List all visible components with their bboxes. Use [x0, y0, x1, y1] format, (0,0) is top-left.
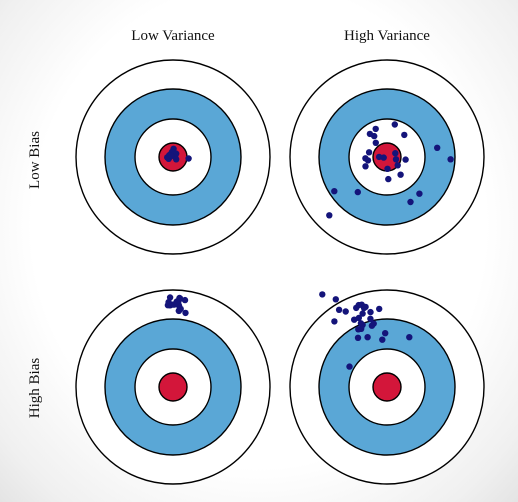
targets-group: [75, 59, 485, 485]
shot-point: [331, 318, 338, 325]
shot-point: [394, 162, 401, 169]
shot-point: [371, 132, 378, 140]
shot-point: [166, 294, 174, 301]
shot-point: [382, 330, 389, 337]
shot-point: [392, 150, 399, 157]
shot-point: [165, 301, 172, 308]
shot-point: [342, 308, 349, 315]
shot-point: [402, 156, 409, 163]
shot-point: [326, 212, 333, 219]
shot-point: [397, 171, 404, 178]
shot-point: [181, 296, 189, 304]
shot-point: [173, 156, 180, 163]
shot-point: [392, 156, 400, 163]
shot-point: [346, 363, 353, 370]
column-label-high-variance: High Variance: [344, 28, 430, 44]
target-low-bias-low-variance: [75, 59, 271, 255]
shot-point: [401, 131, 408, 139]
shot-point: [355, 326, 362, 333]
target-high-bias-high-variance: [289, 289, 485, 485]
shot-point: [367, 308, 374, 316]
shot-point: [376, 305, 383, 313]
shot-point: [319, 291, 326, 298]
shot-point: [365, 149, 373, 156]
shot-point: [332, 296, 339, 303]
shot-point: [351, 316, 358, 323]
shot-point: [370, 320, 377, 327]
shot-point: [380, 154, 387, 161]
shot-point: [354, 188, 361, 196]
shot-point: [372, 125, 379, 133]
target-low-bias-high-variance: [289, 59, 485, 255]
shot-point: [447, 156, 454, 163]
shot-point: [372, 139, 379, 146]
column-label-low-variance: Low Variance: [131, 28, 215, 44]
shot-point: [355, 301, 362, 309]
shot-point: [406, 334, 413, 341]
shot-point: [391, 121, 398, 128]
shot-point: [175, 307, 183, 315]
shot-point: [385, 175, 392, 183]
bullseye: [372, 372, 402, 402]
shot-point: [357, 320, 365, 327]
shot-point: [182, 309, 189, 317]
shot-point: [416, 190, 423, 197]
target-high-bias-low-variance: [75, 289, 271, 485]
bullseye: [158, 372, 188, 402]
shot-point: [185, 155, 192, 162]
shot-point: [434, 144, 441, 151]
shot-point: [176, 295, 184, 302]
shot-point: [407, 198, 414, 206]
shot-point: [166, 152, 173, 159]
shot-point: [354, 334, 362, 341]
shot-point: [331, 188, 338, 195]
shot-point: [171, 301, 178, 308]
shot-point: [379, 336, 386, 343]
shot-point: [335, 306, 343, 313]
shot-point: [362, 163, 369, 170]
row-label-high-bias: High Bias: [27, 358, 43, 419]
shot-point: [364, 334, 371, 341]
shot-point: [367, 315, 374, 322]
shot-point: [384, 165, 391, 172]
row-label-low-bias: Low Bias: [27, 131, 43, 189]
shot-point: [364, 157, 372, 164]
shot-point: [362, 303, 369, 311]
shot-point: [359, 310, 366, 317]
